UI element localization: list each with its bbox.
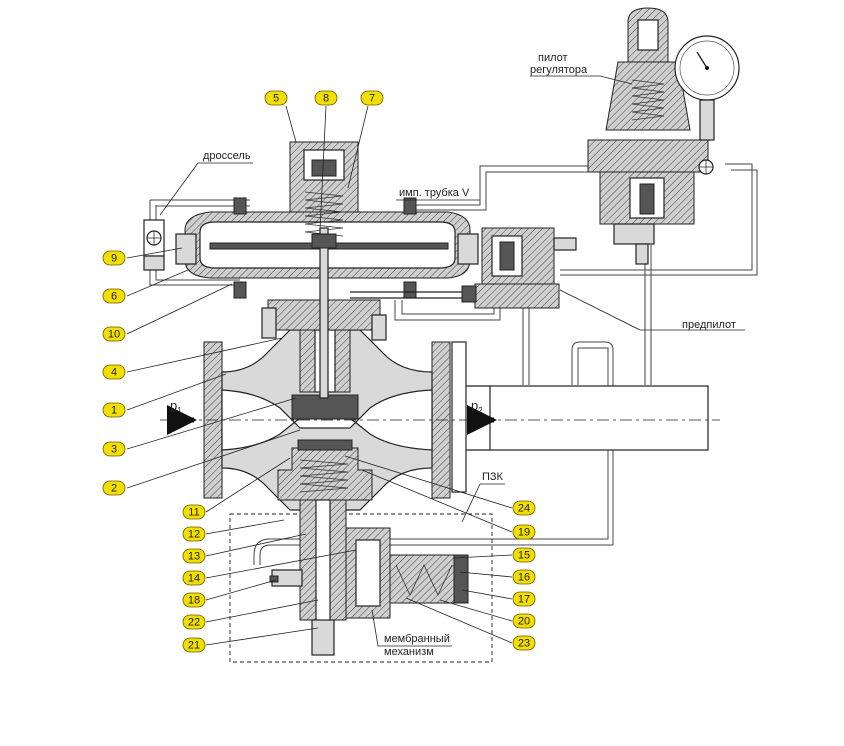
callout-tag-bg: [182, 637, 206, 653]
pilot-label-line2: регулятора: [530, 64, 588, 76]
callout-tag-20: 20: [512, 613, 536, 629]
callout-tag-7: 7: [360, 90, 384, 106]
callout-tag-number: 6: [111, 291, 117, 303]
valve-body: [160, 299, 720, 511]
callout-tag-bg: [182, 592, 206, 608]
callout-tag-13: 13: [182, 548, 206, 564]
pilot-label-line1: пилот: [538, 52, 568, 64]
callout-tag-number: 12: [188, 529, 200, 541]
callout-tag-4: 4: [102, 364, 126, 380]
callout-tag-2: 2: [102, 480, 126, 496]
callout-tag-number: 1: [111, 405, 117, 417]
callout-tag-number: 15: [518, 550, 530, 562]
callout-tag-21: 21: [182, 637, 206, 653]
callout-tag-9: 9: [102, 250, 126, 266]
callout-tag-number: 7: [369, 93, 375, 105]
callout-tag-number: 19: [518, 527, 530, 539]
callout-tag-number: 14: [188, 573, 200, 585]
callout-tag-bg: [182, 526, 206, 542]
callout-tag-number: 22: [188, 617, 200, 629]
callout-tag-19: 19: [512, 524, 536, 540]
callout-leaders: [126, 105, 513, 646]
callout-tag-number: 16: [518, 572, 530, 584]
callout-tag-bg: [512, 500, 536, 516]
callout-tag-18: 18: [182, 592, 206, 608]
callout-tag-number: 11: [188, 507, 199, 519]
callout-tag-15: 15: [512, 547, 536, 563]
callout-tag-23: 23: [512, 635, 536, 651]
callout-tag-number: 4: [111, 367, 117, 379]
callout-tag-bg: [182, 570, 206, 586]
actuator: [175, 141, 479, 399]
callout-tag-24: 24: [512, 500, 536, 516]
p1-label: p1: [170, 398, 182, 415]
downstream-pipe: [451, 341, 709, 493]
prepilot: [350, 227, 577, 309]
callout-tag-11: 11: [182, 504, 206, 520]
prepilot-label: предпилот: [682, 319, 736, 331]
callout-tag-bg: [102, 326, 126, 342]
callout-tag-14: 14: [182, 570, 206, 586]
callout-tag-number: 20: [518, 616, 530, 628]
callout-tag-16: 16: [512, 569, 536, 585]
pzk-valve: [229, 439, 493, 663]
callout-tag-bg: [512, 569, 536, 585]
callout-tag-3: 3: [102, 441, 126, 457]
callout-tag-number: 13: [188, 551, 200, 563]
pilot-regulator: [587, 7, 740, 265]
callout-tag-bg: [102, 288, 126, 304]
callout-tag-17: 17: [512, 591, 536, 607]
callout-tag-bg: [102, 364, 126, 380]
callout-tag-8: 8: [314, 90, 338, 106]
callout-tag-bg: [512, 613, 536, 629]
callout-tag-12: 12: [182, 526, 206, 542]
callout-tag-bg: [360, 90, 384, 106]
callout-tag-bg: [512, 547, 536, 563]
callout-tag-bg: [102, 480, 126, 496]
throttle-label: дроссель: [203, 150, 251, 162]
throttle: [143, 219, 165, 271]
callout-tag-number: 3: [111, 444, 117, 456]
callout-tag-bg: [182, 504, 206, 520]
callout-tag-bg: [182, 614, 206, 630]
callout-tag-bg: [512, 635, 536, 651]
p2-label: p2: [471, 398, 483, 415]
callout-tag-number: 17: [518, 594, 530, 606]
callout-tag-number: 18: [188, 595, 200, 607]
callout-tag-bg: [512, 591, 536, 607]
callout-tag-6: 6: [102, 288, 126, 304]
membrane-label-line2: механизм: [384, 646, 434, 658]
callout-tag-number: 24: [518, 503, 530, 515]
callout-tag-bg: [182, 548, 206, 564]
callout-tag-bg: [102, 250, 126, 266]
callout-tag-bg: [512, 524, 536, 540]
callout-tag-number: 9: [111, 253, 117, 265]
callout-tag-10: 10: [102, 326, 126, 342]
membrane-label-line1: мембранный: [384, 633, 450, 645]
callout-tag-number: 8: [323, 93, 329, 105]
callout-tag-5: 5: [264, 90, 288, 106]
callout-tag-number: 2: [111, 483, 117, 495]
pzk-label: ПЗК: [482, 471, 504, 483]
callout-tag-22: 22: [182, 614, 206, 630]
imp-tube-label: имп. трубка V: [399, 187, 470, 199]
callout-tag-bg: [264, 90, 288, 106]
pressure-arrows: p1 p2: [167, 398, 497, 435]
callout-tag-number: 5: [273, 93, 279, 105]
callout-tag-bg: [314, 90, 338, 106]
text-labels: пилот регулятора дроссель имп. трубка V …: [159, 52, 745, 658]
callout-tag-number: 10: [108, 329, 120, 341]
callout-tag-bg: [102, 441, 126, 457]
callout-tag-1: 1: [102, 402, 126, 418]
callout-tag-number: 21: [188, 640, 200, 652]
callout-tag-bg: [102, 402, 126, 418]
spring: [304, 191, 344, 237]
callout-tag-number: 23: [518, 638, 530, 650]
